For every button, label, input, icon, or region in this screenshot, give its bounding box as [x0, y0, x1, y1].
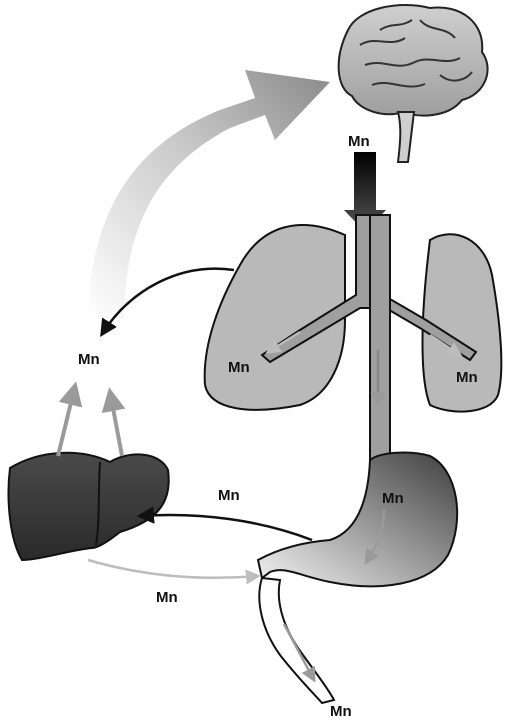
- liver-to-intestine-arrow: [88, 560, 258, 578]
- label-mn-liver-to-intestine: Mn: [156, 589, 178, 606]
- liver-to-blood-arrow-right: [110, 392, 122, 456]
- label-mn-inhaled: Mn: [348, 133, 370, 150]
- stomach: [258, 453, 457, 587]
- esophagus: [370, 215, 390, 470]
- label-mn-excretion: Mn: [330, 703, 352, 720]
- liver-to-blood-arrow-left: [58, 386, 75, 456]
- liver-icon: [9, 453, 169, 560]
- stomach-to-liver-arrow: [140, 515, 312, 540]
- label-mn-stomach-to-liver: Mn: [218, 487, 240, 504]
- label-mn-circulation: Mn: [78, 351, 100, 368]
- label-mn-lung-left: Mn: [228, 359, 250, 376]
- label-mn-stomach: Mn: [382, 490, 404, 507]
- label-mn-lung-right: Mn: [456, 369, 478, 386]
- intestine: [259, 578, 334, 703]
